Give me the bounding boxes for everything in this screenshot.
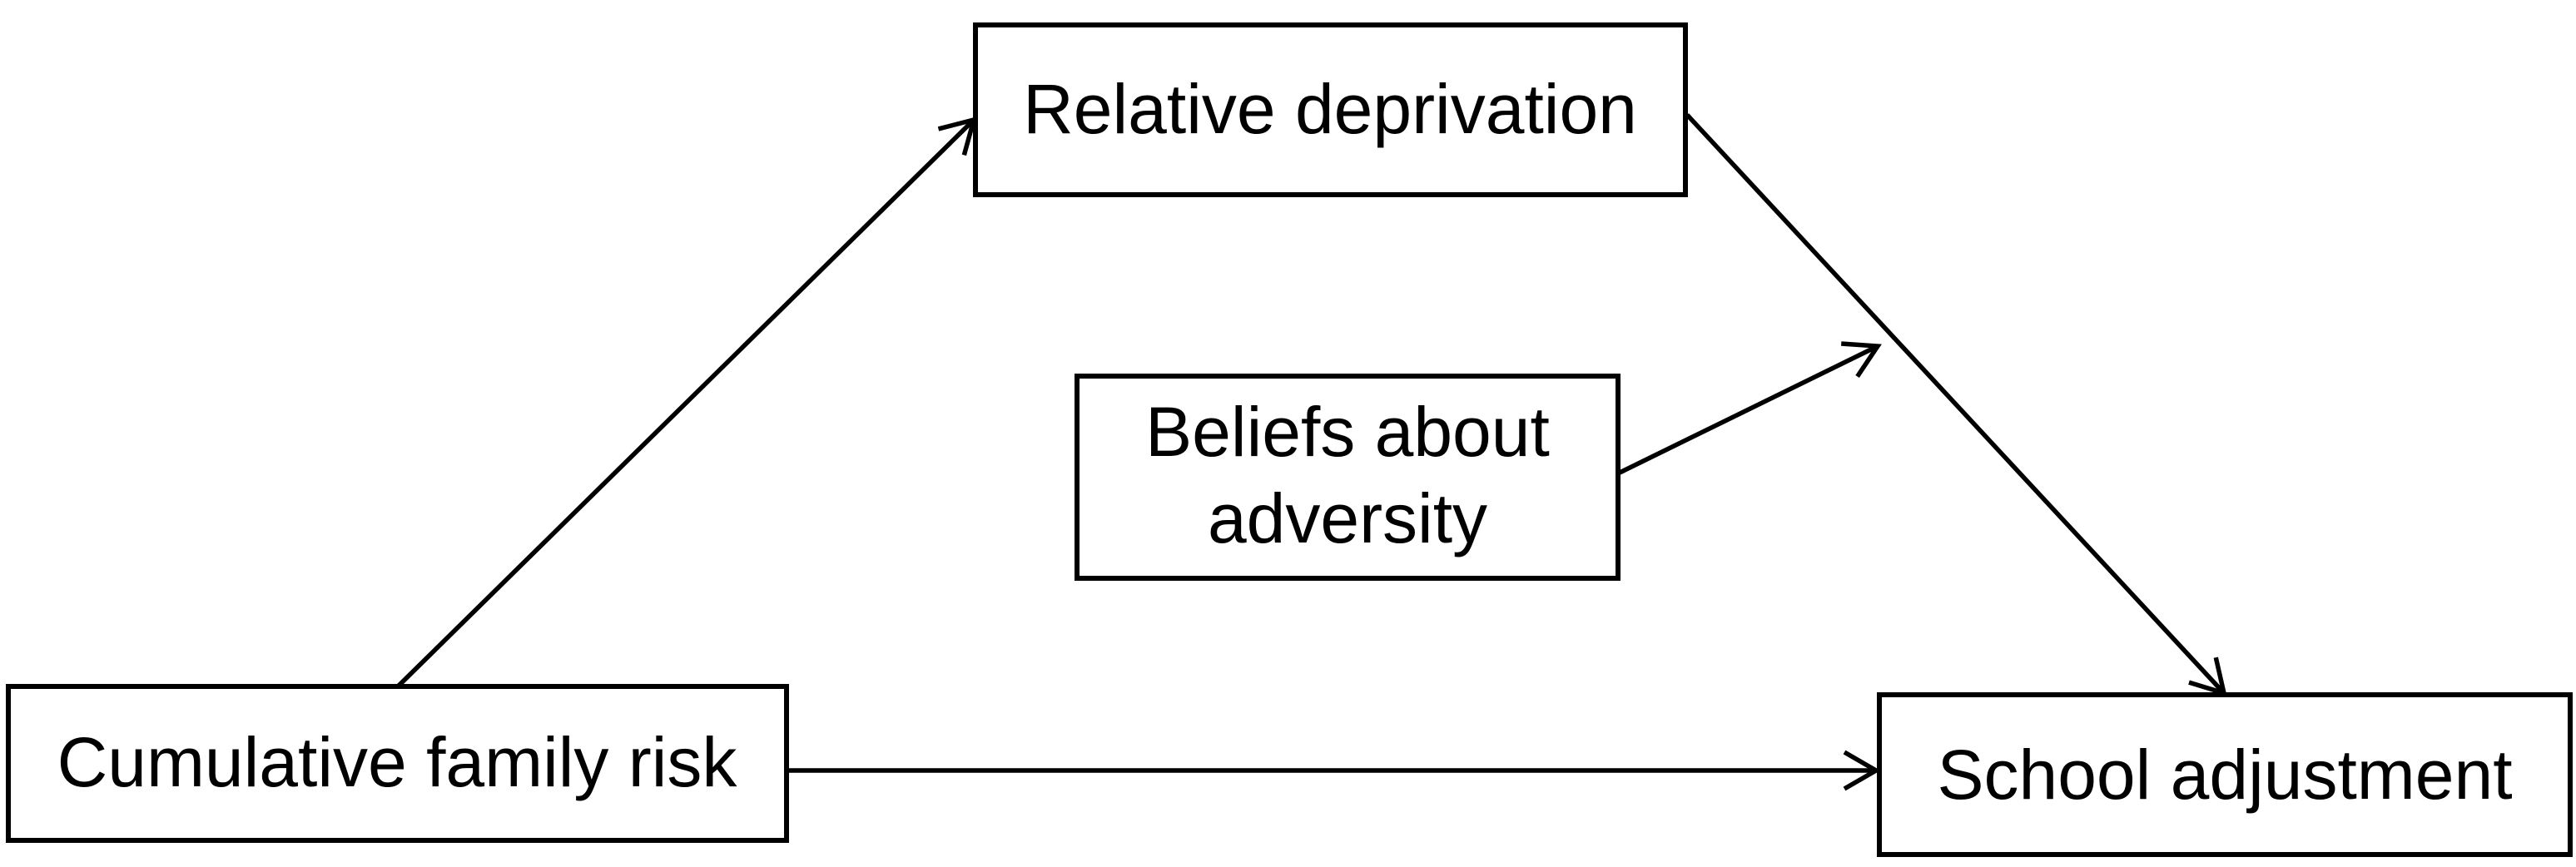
relative-deprivation-label: Relative deprivation (1023, 70, 1637, 148)
cumulative-family-risk-box (6, 684, 789, 843)
school-adjustment-label: School adjustment (1937, 736, 2512, 814)
arrow-beliefs-about-adversity-moderator (1616, 341, 1882, 476)
relative-deprivation-box (973, 22, 1688, 197)
beliefs-about-adversity-label-line1: Beliefs about (1145, 393, 1550, 471)
beliefs-about-adversity-label-line2: adversity (1208, 479, 1487, 557)
arrow-relative-deprivation-to-school-adjustment (1685, 113, 2227, 697)
cumulative-family-risk-label: Cumulative family risk (57, 723, 738, 801)
node-cumulative-family-risk: Cumulative family risk (6, 684, 789, 843)
node-school-adjustment: School adjustment (1877, 692, 2573, 857)
arrow-cumulative-family-risk-to-relative-deprivation (396, 116, 977, 688)
node-relative-deprivation: Relative deprivation (973, 22, 1688, 197)
school-adjustment-box (1877, 692, 2573, 857)
node-beliefs-about-adversity: Beliefs about adversity (1075, 374, 1621, 581)
beliefs-about-adversity-box (1075, 374, 1621, 581)
